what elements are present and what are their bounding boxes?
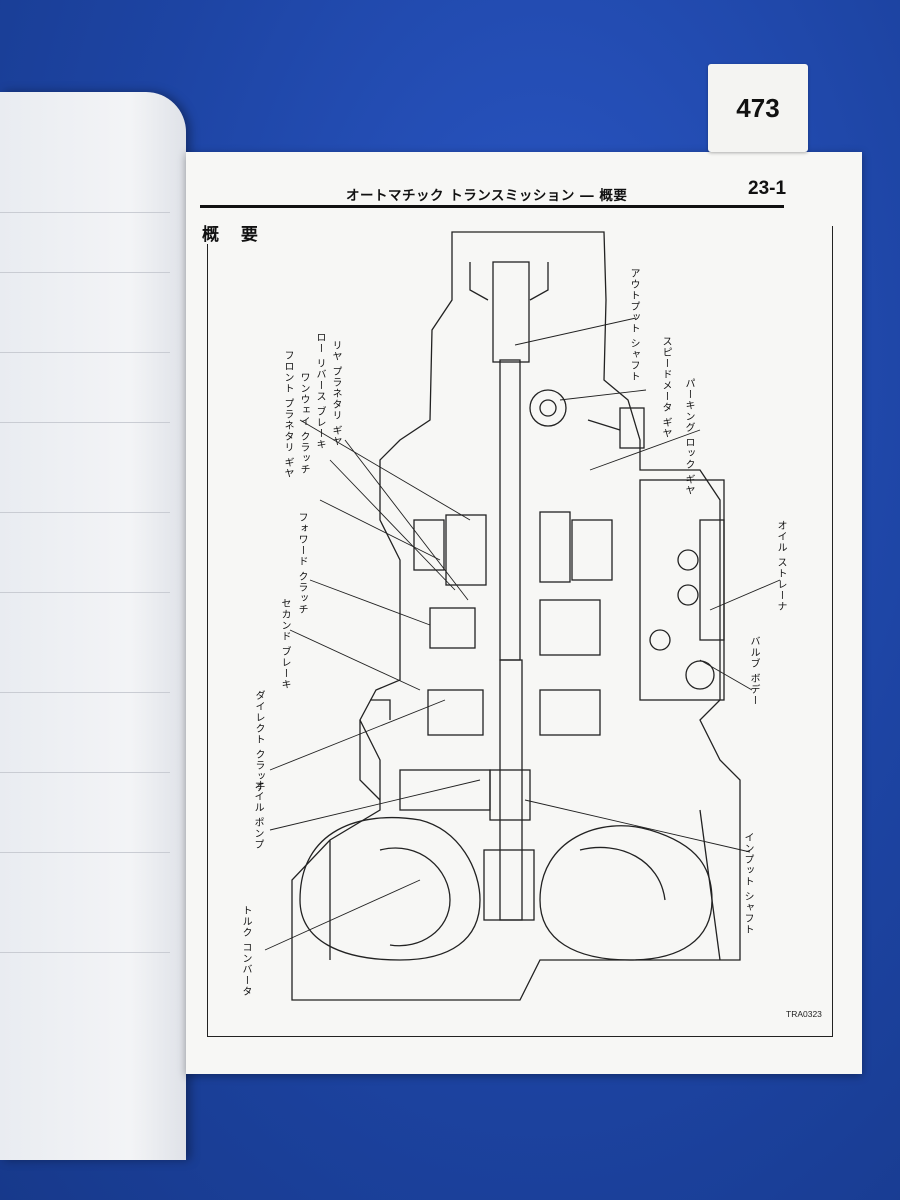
label-front-planetary-gear: フロント プラネタリ ギヤ	[282, 350, 293, 480]
label-output-shaft: アウトプット シャフト	[628, 268, 639, 383]
label-rear-planetary-gear: リヤ プラネタリ ギヤ	[330, 340, 341, 448]
figure-code: TRA0323	[786, 1009, 822, 1019]
label-parking-lock-gear: パーキング ロック ギヤ	[683, 378, 694, 497]
page-number: 23-1	[748, 178, 787, 199]
label-low-reverse-brake: ロー リバース ブレーキ	[314, 332, 325, 451]
figure-frame-left	[207, 244, 208, 1036]
label-input-shaft: インプット シャフト	[742, 832, 753, 936]
left-page	[0, 92, 186, 1160]
page-header-title: オートマチック トランスミッション ― 概要	[346, 188, 628, 204]
page-tag: 473	[708, 64, 808, 152]
label-forward-clutch: フォワード クラッチ	[296, 512, 307, 616]
label-second-brake: セカンド ブレーキ	[279, 598, 290, 691]
label-valve-body: バルブ ボデー	[748, 636, 759, 707]
label-speedometer-gear: スピードメータ ギヤ	[660, 336, 671, 440]
figure-frame-right	[832, 226, 833, 1036]
label-oil-strainer: オイル ストレーナ	[775, 520, 786, 613]
header-rule	[200, 205, 784, 208]
label-one-way-clutch: ワンウェイ クラッチ	[298, 372, 309, 476]
figure-frame-bottom	[207, 1036, 833, 1037]
label-oil-pump: オイル ポンプ	[252, 780, 263, 851]
label-torque-converter: トルク コンバータ	[240, 905, 251, 998]
label-direct-clutch: ダイレクト クラッチ	[253, 690, 264, 794]
section-title: 概 要	[202, 225, 266, 245]
